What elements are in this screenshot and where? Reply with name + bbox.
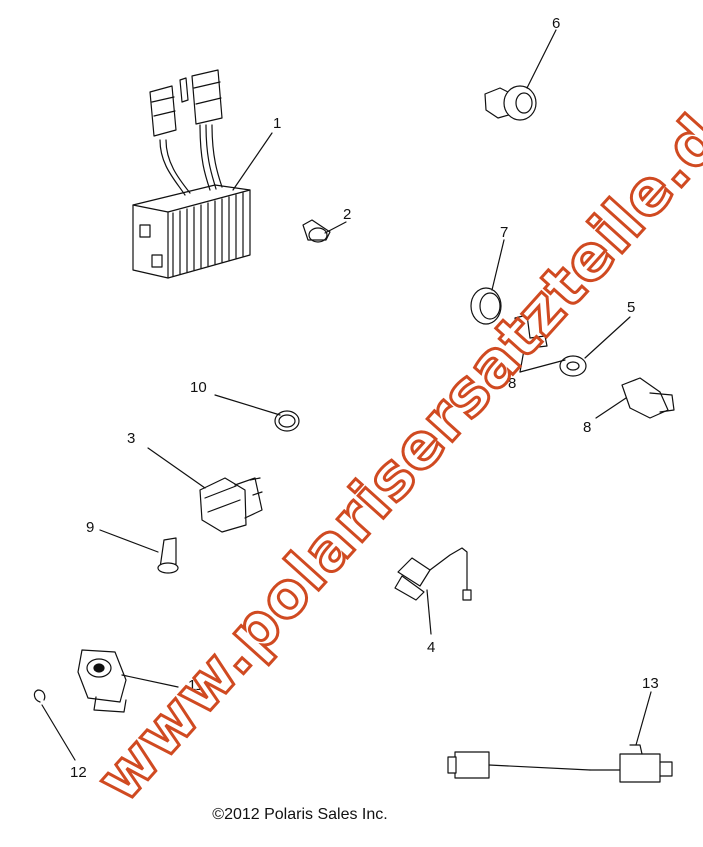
callout-10: 10 [190,379,207,396]
copyright-text: ©2012 Polaris Sales Inc. [212,806,388,823]
part-6-plug [484,85,537,121]
part-4-temperature-sender [394,547,472,601]
callout-6: 6 [552,15,560,32]
callout-9: 9 [86,519,94,536]
callout-labels: 1 2 3 4 5 6 7 8 8 9 10 11 12 13 [70,15,659,781]
part-2-bolt [302,219,331,243]
callout-11: 11 [188,677,204,694]
part-8-switch [621,377,675,419]
callout-8b: 8 [583,419,591,436]
callout-1: 1 [273,115,281,132]
callout-3: 3 [127,430,135,447]
callout-2: 2 [343,206,351,223]
part-7-grommet [470,287,502,325]
callout-13: 13 [642,675,659,692]
callout-5: 5 [627,299,635,316]
part-5-nut [559,355,587,377]
part-3-speed-sensor [199,477,263,533]
leader-lines [41,29,652,761]
part-12-clip [33,689,46,703]
part-11-sensor [77,649,127,713]
part-1-voltage-regulator [132,69,251,279]
part-13-harness [447,744,673,783]
callout-4: 4 [427,639,435,656]
callout-7: 7 [500,224,508,241]
callout-8a: 8 [508,375,516,392]
callout-12: 12 [70,764,87,781]
part-8-key [514,314,548,349]
part-9-bolt [157,537,179,574]
part-10-o-ring [274,410,300,432]
